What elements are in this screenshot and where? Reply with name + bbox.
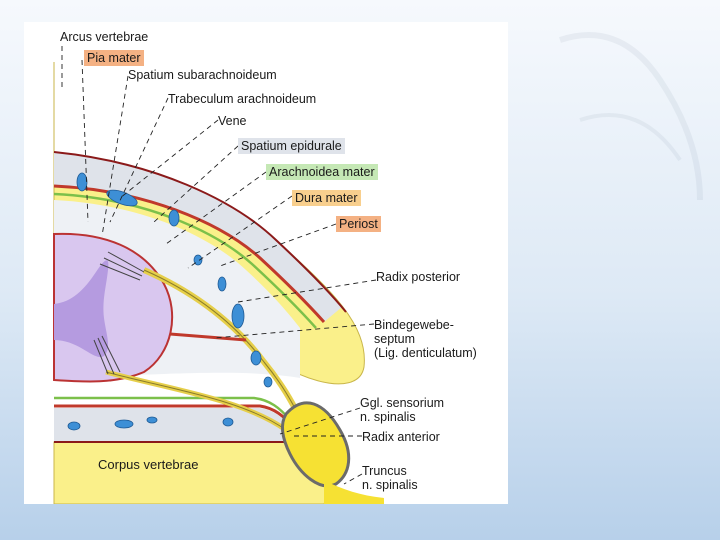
dorsal-rootlets	[99, 251, 145, 281]
label-bindegewebe-line1: Bindegewebe-	[374, 318, 454, 332]
leader-lines	[61, 46, 377, 485]
label-bindegewebe-line3: (Lig. denticulatum)	[374, 346, 477, 360]
label-radix-posterior: Radix posterior	[376, 270, 461, 284]
background-watermark	[540, 0, 720, 300]
corpus-vertebrae-bone	[53, 441, 329, 504]
epidural-space-lower	[54, 408, 294, 442]
label-trabeculum-arachnoideum: Trabeculum arachnoideum	[168, 92, 317, 106]
label-dura-mater: Dura mater	[292, 190, 361, 206]
lig-denticulatum	[169, 332, 247, 342]
label-vene: Vene	[218, 114, 247, 128]
label-truncus-line1: Truncus	[362, 464, 407, 478]
label-corpus-vertebrae: Corpus vertebrae	[98, 457, 199, 472]
radix-anterior-outline	[105, 371, 287, 431]
anatomy-figure: Arcus vertebrae Pia mater Spatium subara…	[24, 22, 508, 504]
label-periost: Periost	[336, 216, 381, 232]
label-ggl-line2: n. spinalis	[360, 410, 416, 424]
ganglion-spinale	[281, 401, 351, 488]
label-spatium-subarachnoideum: Spatium subarachnoideum	[128, 68, 277, 82]
ventral-rootlets	[93, 335, 121, 375]
epidural-veins	[67, 172, 273, 431]
spinal-cross-section-svg	[53, 46, 384, 504]
grey-matter	[54, 260, 109, 358]
label-arachnoidea-mater: Arachnoidea mater	[266, 164, 378, 180]
label-pia-mater: Pia mater	[84, 50, 144, 66]
label-bindegewebe-line2: septum	[374, 332, 415, 346]
label-arcus-vertebrae: Arcus vertebrae	[60, 30, 149, 44]
periost-line	[53, 151, 347, 313]
label-radix-anterior: Radix anterior	[362, 430, 440, 444]
label-spatium-epidurale: Spatium epidurale	[238, 138, 345, 154]
truncus-nervi-spinalis	[324, 480, 384, 504]
label-truncus-line2: n. spinalis	[362, 478, 418, 492]
label-ggl-line1: Ggl. sensorium	[360, 396, 445, 410]
